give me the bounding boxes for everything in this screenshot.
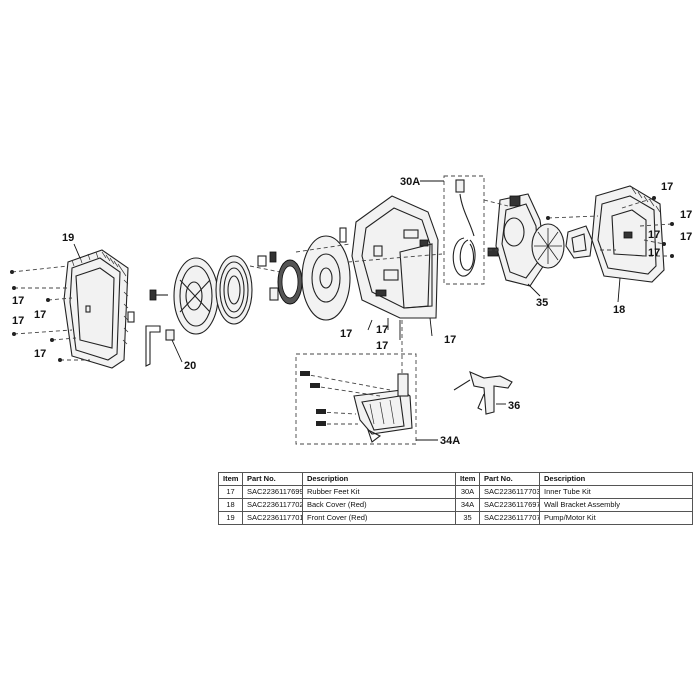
part-no-cell: SAC2236117701 [242,511,303,525]
callout-17-back-e: 17 [648,247,660,259]
svg-text:34A: 34A [440,435,460,447]
wall-bracket-screws [303,373,391,425]
item-cell: 17 [218,485,243,499]
callout-17-front-a: 17 [12,295,24,307]
part-no-cell: SAC2236117697 [479,498,540,512]
svg-text:17: 17 [661,181,673,193]
item-cell: 18 [218,498,243,512]
table-row: 19 SAC2236117701 Front Cover (Red) 35 SA… [218,511,693,525]
svg-text:19: 19 [62,232,74,244]
parts-table-container: Item Part No. Description Item Part No. … [218,472,693,525]
pump-coupler-part [565,225,593,259]
svg-text:17: 17 [648,229,660,241]
svg-text:17: 17 [12,315,24,327]
callout-17-front-d: 17 [34,348,46,360]
callout-17-housing-a: 17 [340,328,352,340]
header-item: Item [455,472,480,486]
svg-text:17: 17 [34,348,46,360]
parts-table: Item Part No. Description Item Part No. … [218,472,693,525]
callout-20: 20 [171,339,196,372]
callout-30a: 30A [400,176,444,188]
svg-text:17: 17 [648,247,660,259]
callout-17-housing-c: 17 [376,340,388,352]
svg-text:17: 17 [12,295,24,307]
callout-17-back-c: 17 [648,229,660,241]
item-cell: 35 [455,511,480,525]
wall-bracket-assembly-box [295,353,417,445]
svg-text:20: 20 [184,360,196,372]
item-cell: 34A [455,498,480,512]
svg-text:35: 35 [536,297,548,309]
back-cover-screws [547,197,673,257]
description-cell: Front Cover (Red) [302,511,456,525]
fittings-part [127,289,175,367]
inner-tube-kit-box [443,175,485,285]
svg-text:17: 17 [680,231,692,243]
item-cell: 30A [455,485,480,499]
exploded-parts-diagram: 19 17 17 17 17 20 30A 35 18 17 17 17 17 … [10,175,692,447]
item-cell: 19 [218,511,243,525]
table-row: 18 SAC2236117702 Back Cover (Red) 34A SA… [218,498,693,512]
svg-text:17: 17 [34,309,46,321]
callout-17-back-d: 17 [680,231,692,243]
header-description: Description [539,472,693,486]
wall-bracket-part [353,373,413,443]
svg-text:30A: 30A [400,176,420,188]
callout-17-housing-b: 17 [376,324,388,336]
callout-17-front-b: 17 [34,309,46,321]
main-housing-part [351,195,439,340]
pump-motor-part [487,193,565,287]
front-cover-part [63,249,129,369]
hose-reel-drum-part [173,255,253,335]
description-cell: Inner Tube Kit [539,485,693,499]
description-cell: Pump/Motor Kit [539,511,693,525]
callout-35: 35 [527,283,548,309]
callout-36: 36 [496,400,520,412]
air-blow-gun-part [453,371,513,415]
table-row: 17 SAC2236117699 Rubber Feet Kit 30A SAC… [218,485,693,499]
svg-text:36: 36 [508,400,520,412]
svg-text:18: 18 [613,304,625,316]
svg-text:17: 17 [376,324,388,336]
front-cover-screws [11,265,90,361]
svg-text:17: 17 [444,334,456,346]
parts-table-header-row: Item Part No. Description Item Part No. … [218,472,693,486]
header-item: Item [218,472,243,486]
description-cell: Rubber Feet Kit [302,485,456,499]
back-cover-part [591,185,665,283]
part-no-cell: SAC2236117702 [242,498,303,512]
callout-17-back-a: 17 [661,181,673,193]
svg-text:17: 17 [376,340,388,352]
inner-plate-part [301,227,351,321]
description-cell: Wall Bracket Assembly [539,498,693,512]
callout-34a: 34A [416,435,460,447]
description-cell: Back Cover (Red) [302,498,456,512]
callout-17-back-b: 17 [680,209,692,221]
callout-18: 18 [613,277,625,316]
part-no-cell: SAC2236117699 [242,485,303,499]
svg-text:17: 17 [680,209,692,221]
header-part-no: Part No. [479,472,540,486]
inner-tube-part [452,179,476,277]
callout-19: 19 [62,232,81,259]
callout-17-housing-d: 17 [444,334,456,346]
part-no-cell: SAC2236117707 [479,511,540,525]
callout-17-front-c: 17 [12,315,24,327]
svg-text:17: 17 [340,328,352,340]
seal-ring-part [277,259,303,305]
header-part-no: Part No. [242,472,303,486]
header-description: Description [302,472,456,486]
part-no-cell: SAC2236117703 [479,485,540,499]
